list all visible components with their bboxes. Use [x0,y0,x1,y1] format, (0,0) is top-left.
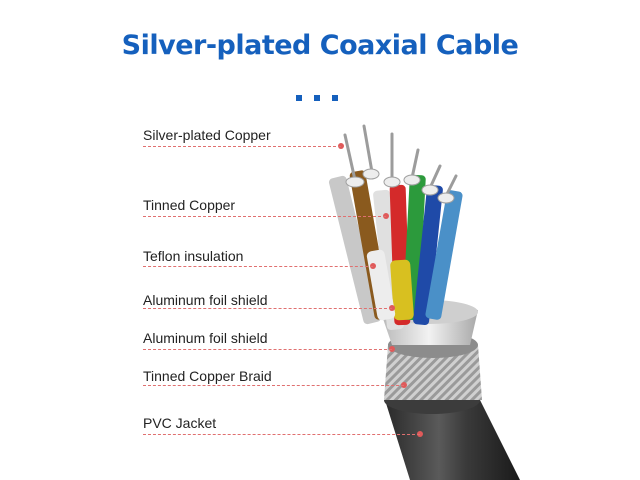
leader-line [143,216,386,217]
title-dot [332,95,338,101]
label-pvc-jacket: PVC Jacket [143,415,217,431]
title-dot [314,95,320,101]
leader-line [143,434,420,435]
leader-line [143,146,341,147]
title-dots [296,95,346,103]
label-teflon-insulation: Teflon insulation [143,248,244,264]
leader-line [143,308,392,309]
label-aluminum-foil-shield: Aluminum foil shield [143,292,268,308]
label-aluminum-foil-shield-2: Aluminum foil shield [143,330,268,346]
label-tinned-copper: Tinned Copper [143,197,236,213]
leader-line [143,266,373,267]
label-silver-plated-copper: Silver-plated Copper [143,127,271,143]
diagram-title: Silver-plated Coaxial Cable [121,30,519,61]
title-dot [296,95,302,101]
leader-line [143,349,392,350]
label-tinned-copper-braid: Tinned Copper Braid [143,368,272,384]
leader-line [143,385,404,386]
